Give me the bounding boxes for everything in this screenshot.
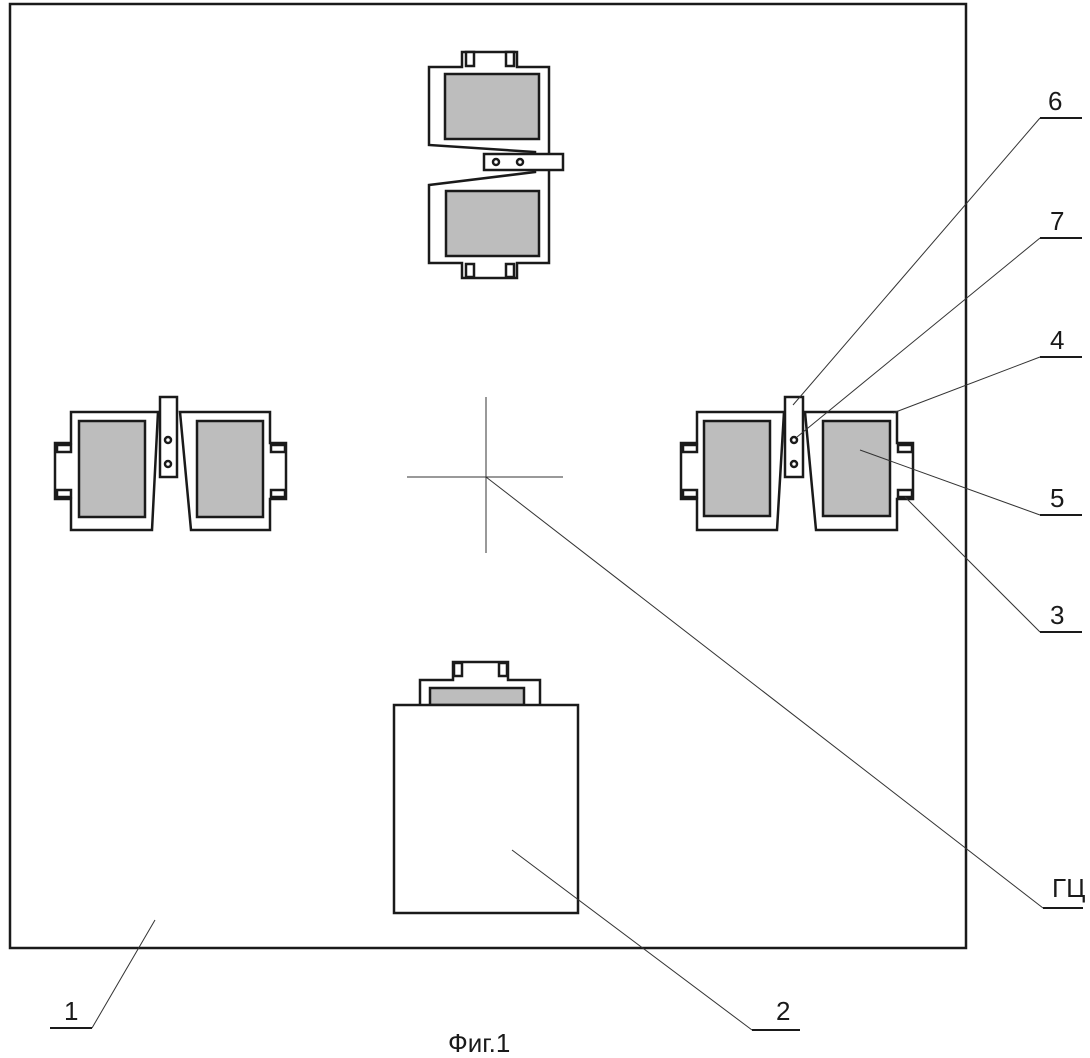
label-core: 5 bbox=[1050, 483, 1064, 513]
housing bbox=[394, 705, 578, 913]
top-unit bbox=[429, 52, 563, 278]
core bbox=[430, 688, 524, 705]
label-geometric-center: ГЦ bbox=[1052, 873, 1085, 903]
figure-caption: Фиг.1 bbox=[448, 1028, 510, 1058]
core bbox=[704, 421, 770, 516]
label-ear: 3 bbox=[1050, 600, 1064, 630]
label-bottom-unit: 2 bbox=[776, 996, 790, 1026]
label-base-plate: 1 bbox=[64, 996, 78, 1026]
core bbox=[79, 421, 145, 517]
label-frame: 4 bbox=[1050, 325, 1064, 355]
core bbox=[445, 74, 539, 139]
label-strip: 6 bbox=[1048, 86, 1062, 116]
left-unit bbox=[55, 397, 286, 530]
right-unit bbox=[681, 397, 913, 530]
bottom-unit bbox=[394, 662, 578, 913]
core bbox=[446, 191, 539, 256]
center-crosshair bbox=[407, 397, 563, 553]
core bbox=[823, 421, 890, 516]
core bbox=[197, 421, 263, 517]
label-hole: 7 bbox=[1050, 206, 1064, 236]
